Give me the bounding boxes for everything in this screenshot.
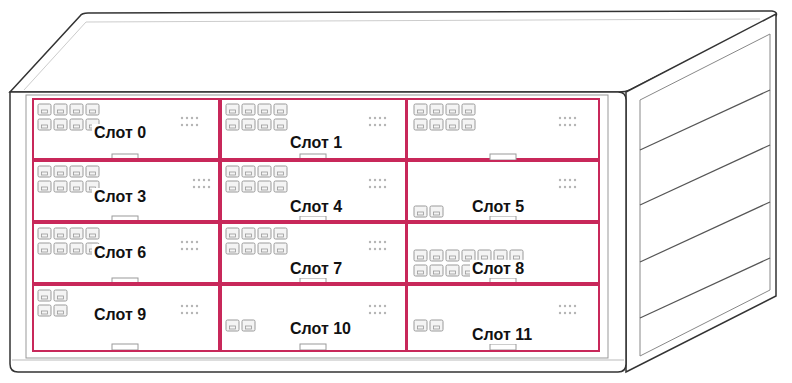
slot-label: Слот 11 [470, 326, 534, 344]
slot-box: Слот 1 [220, 98, 407, 160]
slot-label: Слот 10 [288, 320, 353, 338]
slot-box: Слот 6 [32, 222, 220, 284]
slot-label: Слот 5 [470, 198, 526, 216]
slot-label: Слот 8 [470, 260, 526, 278]
slot-label: Слот 3 [92, 188, 148, 206]
slot-label: Слот 9 [92, 306, 148, 324]
slot-box: Слот 4 [220, 160, 407, 222]
slot-label: Слот 6 [92, 244, 148, 262]
slot-label: Слот 0 [92, 124, 148, 142]
slot-box: Слот 0 [32, 98, 220, 160]
slot-label: Слот 4 [288, 198, 344, 216]
slot-box: Слот 8 [406, 222, 600, 284]
slot-box: Слот 7 [220, 222, 407, 284]
slot-label: Слот 7 [288, 260, 344, 278]
slot-label: Слот 1 [288, 134, 344, 152]
slot-box: Слот 11 [406, 284, 600, 352]
slot-box: Слот 9 [32, 284, 220, 352]
slot-box: Слот 5 [406, 160, 600, 222]
slot-box: Слот 10 [220, 284, 407, 352]
slot-box: Слот 3 [32, 160, 220, 222]
